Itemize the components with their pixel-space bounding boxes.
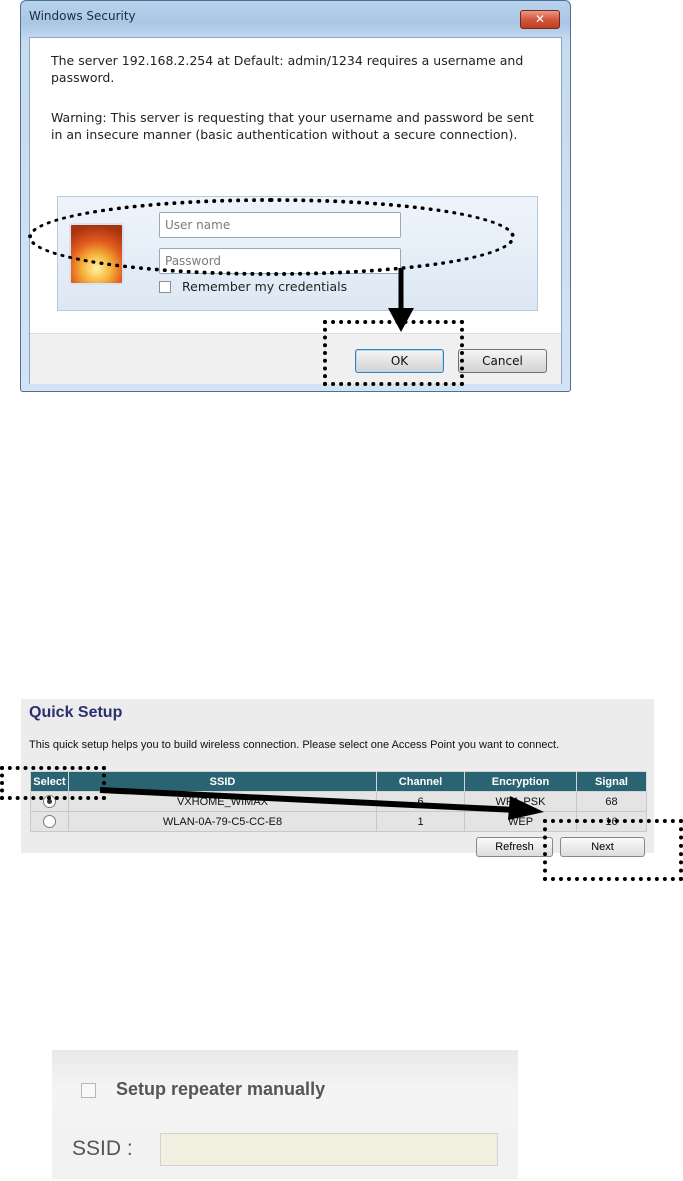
select-highlight-box xyxy=(0,766,106,800)
access-point-table: Select SSID Channel Encryption Signal VX… xyxy=(30,771,647,832)
repeater-panel: Setup repeater manually SSID : xyxy=(52,1050,518,1179)
windows-security-dialog: Windows Security ✕ The server 192.168.2.… xyxy=(20,0,571,392)
table-header-row: Select SSID Channel Encryption Signal xyxy=(30,771,647,792)
credentials-highlight-ellipse xyxy=(28,198,515,276)
column-header-ssid: SSID xyxy=(68,771,377,792)
ok-highlight-box xyxy=(323,320,464,386)
channel-cell: 1 xyxy=(376,811,465,832)
ok-button[interactable]: OK xyxy=(355,349,444,373)
signal-cell: 68 xyxy=(576,791,647,812)
column-header-channel: Channel xyxy=(376,771,465,792)
page-title: Quick Setup xyxy=(29,704,123,721)
ssid-input[interactable] xyxy=(160,1133,498,1166)
dialog-title: Windows Security xyxy=(29,9,136,23)
close-button[interactable]: ✕ xyxy=(520,10,560,29)
next-button[interactable]: Next xyxy=(560,837,645,857)
ssid-cell: VXHOME_WIMAX xyxy=(68,791,377,812)
table-row[interactable]: VXHOME_WIMAX 6 WPA-PSK 68 xyxy=(30,791,647,812)
server-message: The server 192.168.2.254 at Default: adm… xyxy=(51,53,524,85)
select-cell xyxy=(30,811,69,832)
column-header-select: Select xyxy=(30,771,69,792)
quick-setup-description: This quick setup helps you to build wire… xyxy=(29,739,560,751)
close-icon: ✕ xyxy=(534,12,546,26)
dialog-button-bar: OK Cancel xyxy=(30,333,561,384)
ssid-cell: WLAN-0A-79-C5-CC-E8 xyxy=(68,811,377,832)
ssid-label: SSID : xyxy=(72,1137,133,1160)
down-arrow-icon xyxy=(388,268,414,332)
remember-credentials-checkbox[interactable] xyxy=(159,281,171,293)
quick-setup-panel: Quick Setup This quick setup helps you t… xyxy=(21,699,654,857)
column-header-encryption: Encryption xyxy=(464,771,577,792)
ap-select-radio[interactable] xyxy=(43,815,56,828)
diagonal-arrow-icon xyxy=(99,787,544,820)
cancel-button[interactable]: Cancel xyxy=(458,349,547,373)
refresh-button[interactable]: Refresh xyxy=(476,837,553,857)
remember-credentials-label: Remember my credentials xyxy=(182,279,348,294)
encryption-cell: WEP xyxy=(464,811,577,832)
warning-message: Warning: This server is requesting that … xyxy=(51,110,534,142)
next-highlight-box xyxy=(543,819,683,881)
column-header-signal: Signal xyxy=(576,771,647,792)
setup-repeater-manually-checkbox[interactable] xyxy=(81,1083,96,1098)
setup-repeater-manually-label: Setup repeater manually xyxy=(116,1079,326,1099)
